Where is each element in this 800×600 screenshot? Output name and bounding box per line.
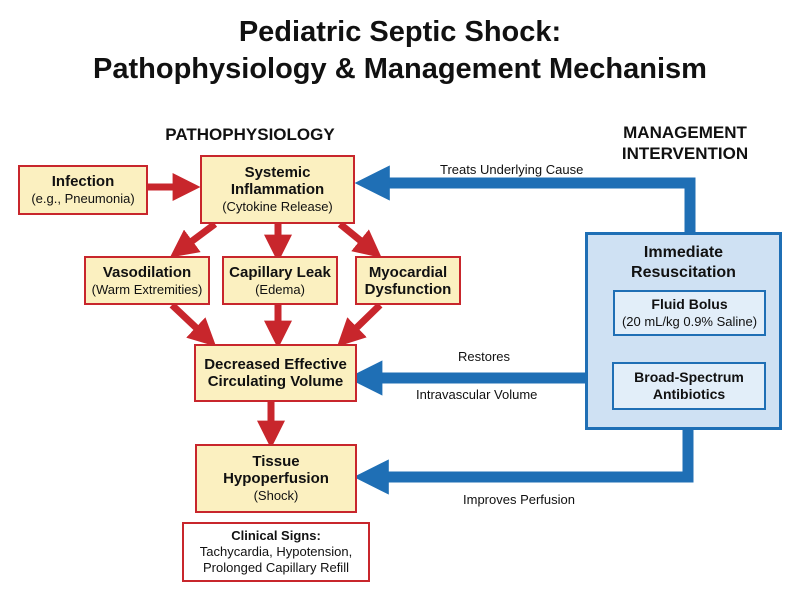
arrow-improves-perfusion <box>353 430 694 495</box>
infection-box: Infection (e.g., Pneumonia) <box>18 165 148 215</box>
management-heading-line-1: MANAGEMENT <box>623 123 747 142</box>
title-line-2: Pathophysiology & Management Mechanism <box>93 53 707 85</box>
volume-label-1: Decreased Effective <box>204 356 347 373</box>
label-intravascular-volume: Intravascular Volume <box>416 387 538 402</box>
antibiotics-label-1: Broad-Spectrum <box>634 369 744 385</box>
label-improves-perfusion: Improves Perfusion <box>463 492 575 507</box>
capillary-leak-detail: (Edema) <box>255 281 305 297</box>
label-restores: Restores <box>458 349 511 364</box>
vasodilation-box: Vasodilation (Warm Extremities) <box>84 256 210 305</box>
systemic-inflammation-box: Systemic Inflammation (Cytokine Release) <box>200 155 355 224</box>
tissue-hypoperfusion-box: Tissue Hypoperfusion (Shock) <box>195 444 357 513</box>
infection-label: Infection <box>51 173 115 190</box>
arrow-vasodilation-to-volume <box>169 302 217 347</box>
infection-example: (e.g., Pneumonia) <box>31 191 135 206</box>
decreased-circulating-volume-box: Decreased Effective Circulating Volume <box>194 344 357 402</box>
diagram-title: Pediatric Septic Shock: Pathophysiology … <box>0 14 800 88</box>
inflammation-label-2: Inflammation <box>230 181 325 198</box>
clinical-signs-box: Clinical Signs: Tachycardia, Hypotension… <box>182 522 370 582</box>
resuscitation-title-1: Immediate <box>643 244 724 261</box>
hypoperfusion-label-1: Tissue <box>252 453 300 470</box>
arrow-inflammation-to-vasodilation <box>169 221 218 258</box>
capillary-leak-box: Capillary Leak (Edema) <box>222 256 338 305</box>
myocardial-dysfunction-box: Myocardial Dysfunction <box>355 256 461 305</box>
management-heading-line-2: INTERVENTION <box>621 144 749 163</box>
title-line-1: Pediatric Septic Shock: <box>238 16 562 48</box>
management-heading: MANAGEMENT INTERVENTION <box>600 122 770 164</box>
pathophysiology-heading: PATHOPHYSIOLOGY <box>165 125 335 144</box>
myocardial-label-2: Dysfunction <box>364 280 452 298</box>
hypoperfusion-label-2: Hypoperfusion <box>223 470 329 487</box>
fluid-bolus-detail: (20 mL/kg 0.9% Saline) <box>621 314 758 329</box>
hypoperfusion-detail: (Shock) <box>253 488 299 503</box>
vasodilation-label: Vasodilation <box>102 263 192 281</box>
label-treats-underlying-cause: Treats Underlying Cause <box>440 162 584 177</box>
resuscitation-title-2: Resuscitation <box>631 264 736 281</box>
clinical-signs-line-2: Prolonged Capillary Refill <box>203 560 349 575</box>
arrow-treats-underlying-cause <box>354 165 696 232</box>
capillary-leak-label: Capillary Leak <box>229 263 331 281</box>
clinical-signs-title: Clinical Signs: <box>231 528 321 543</box>
clinical-signs-line-1: Tachycardia, Hypotension, <box>199 544 353 559</box>
volume-label-2: Circulating Volume <box>207 373 344 390</box>
antibiotics-label-2: Antibiotics <box>652 386 726 402</box>
arrow-myocardial-to-volume <box>336 302 383 347</box>
inflammation-label-1: Systemic <box>244 164 311 181</box>
myocardial-label-1: Myocardial <box>368 263 448 281</box>
fluid-bolus-box: Fluid Bolus (20 mL/kg 0.9% Saline) <box>613 290 766 336</box>
fluid-bolus-label: Fluid Bolus <box>651 296 728 312</box>
arrow-inflammation-to-myocardial <box>337 221 382 258</box>
broad-spectrum-antibiotics-box: Broad-Spectrum Antibiotics <box>612 362 766 410</box>
vasodilation-detail: (Warm Extremities) <box>91 281 203 297</box>
inflammation-detail: (Cytokine Release) <box>222 199 333 214</box>
